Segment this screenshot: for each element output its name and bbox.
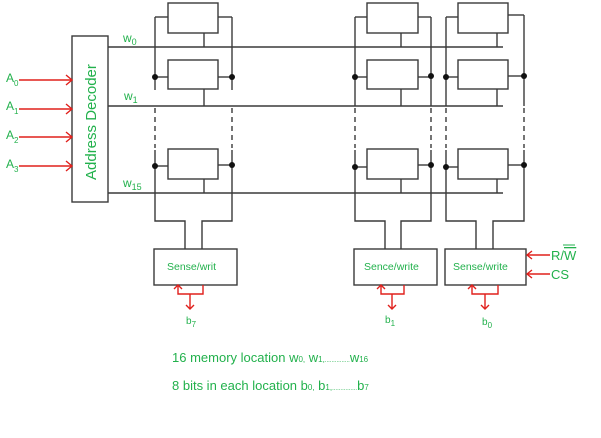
svg-text:A3: A3	[6, 157, 19, 174]
sense-write-label: Sense/writ	[167, 261, 216, 273]
svg-text:R/W: R/W	[551, 248, 577, 263]
word-line-w15: w15	[108, 176, 503, 194]
bit-label-b0: b0	[482, 317, 493, 330]
caption-bits-per-location: 8 bits in each location b0, b1,.........…	[172, 378, 369, 393]
svg-text:CS: CS	[551, 267, 569, 282]
memory-cell	[366, 2, 419, 34]
bit-column-b7	[152, 2, 235, 249]
svg-text:A0: A0	[6, 71, 19, 88]
memory-cell	[167, 2, 219, 34]
address-input-a1: A1	[6, 99, 74, 116]
control-input-rw: R/W	[525, 244, 577, 263]
memory-cell	[167, 148, 219, 180]
address-decoder-box	[71, 35, 109, 203]
sense-write-label: Sence/write	[364, 261, 419, 273]
svg-text:A1: A1	[6, 99, 19, 116]
memory-cell	[167, 59, 219, 90]
sense-write-label: Sense/write	[453, 261, 508, 273]
memory-cell	[457, 59, 509, 90]
sense-write-b0: Sense/write b0	[444, 248, 527, 330]
bit-label-b1: b1	[385, 315, 396, 328]
caption-memory-locations: 16 memory location w0, w1,..............…	[172, 350, 369, 365]
bit-label-b7: b7	[186, 316, 197, 329]
sense-write-b1: Sence/write b1	[353, 248, 438, 328]
address-decoder-label: Address Decoder	[83, 64, 100, 180]
bit-column-b0	[443, 2, 527, 249]
memory-cell	[366, 148, 419, 180]
svg-text:w1: w1	[123, 89, 138, 105]
address-input-a0: A0	[6, 71, 74, 88]
word-line-w1: w1	[108, 89, 503, 107]
sense-write-b7: Sense/writ b7	[153, 248, 238, 329]
address-input-a3: A3	[6, 157, 74, 174]
memory-cell	[457, 148, 509, 180]
memory-cell	[366, 59, 419, 90]
address-input-a2: A2	[6, 128, 74, 145]
svg-text:A2: A2	[6, 128, 19, 145]
control-input-cs: CS	[525, 267, 569, 282]
svg-text:w0: w0	[122, 31, 137, 47]
svg-text:w15: w15	[122, 176, 142, 192]
memory-cell	[457, 2, 509, 34]
bit-column-b1	[352, 2, 434, 249]
word-line-w0: w0	[108, 31, 503, 48]
